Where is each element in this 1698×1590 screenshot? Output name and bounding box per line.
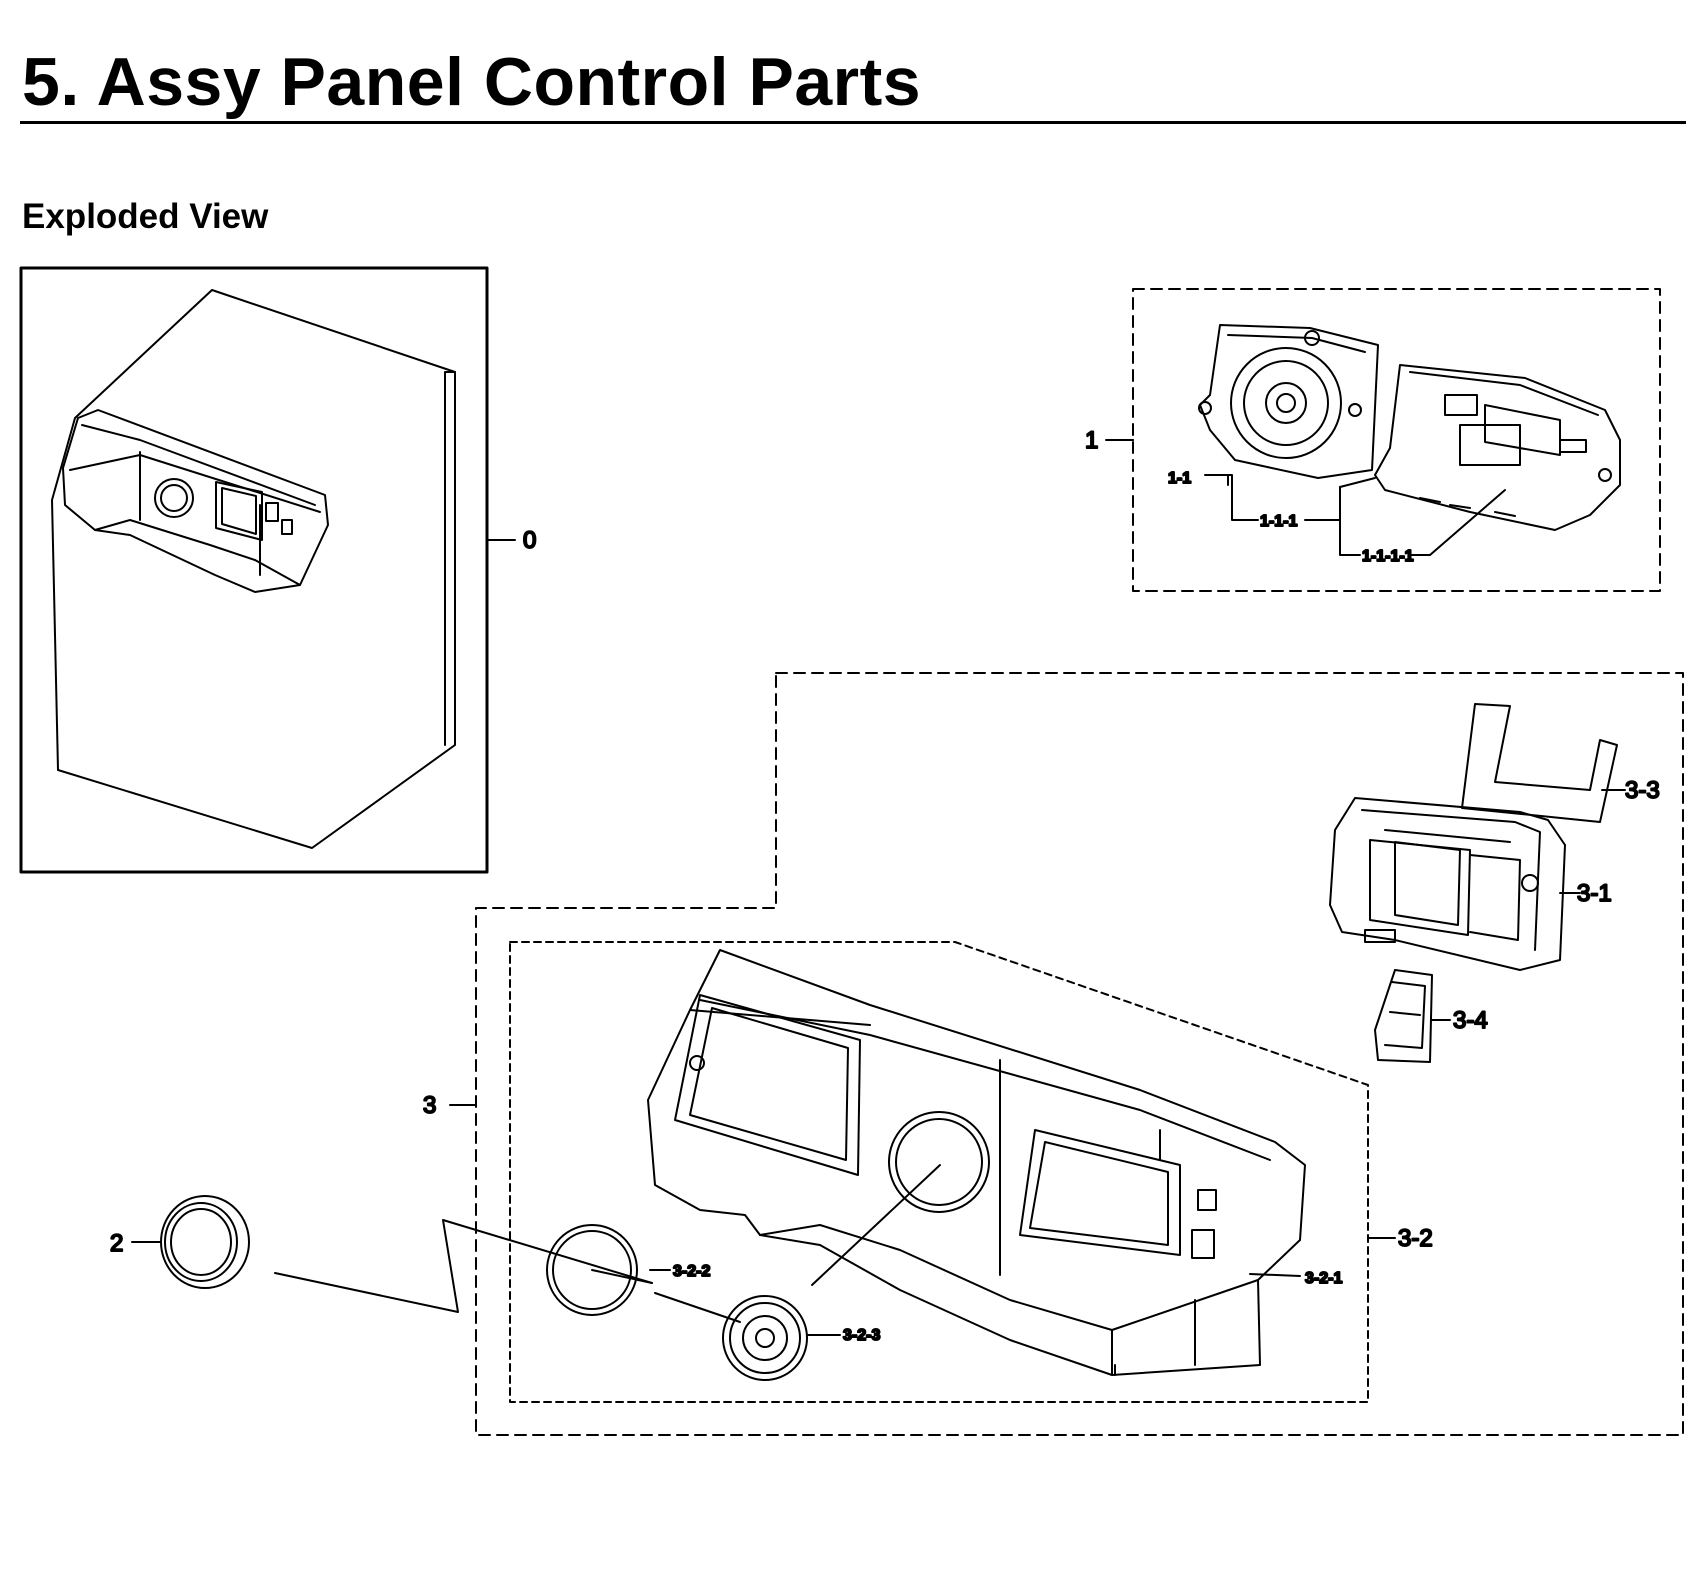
callout-0: 0	[523, 527, 536, 554]
callout-3-2-1: 3-2-1	[1305, 1270, 1342, 1287]
callout-3-4: 3-4	[1453, 1007, 1488, 1034]
callout-1-1-1-1: 1-1-1-1	[1362, 548, 1414, 565]
appliance-overview-inset	[19, 266, 489, 874]
pcb-assembly-group	[1105, 288, 1661, 592]
callout-3-2: 3-2	[1398, 1225, 1433, 1252]
callout-1: 1	[1085, 427, 1098, 454]
callout-3-3: 3-3	[1625, 777, 1660, 804]
callout-1-1-1: 1-1-1	[1260, 513, 1297, 530]
title-rule	[20, 121, 1686, 124]
callout-3: 3	[423, 1092, 436, 1119]
callout-3-2-3: 3-2-3	[843, 1327, 880, 1344]
panel-assembly-group	[274, 672, 1684, 1436]
callout-1-1: 1-1	[1168, 470, 1191, 487]
callout-3-2-2: 3-2-2	[673, 1263, 710, 1280]
section-subtitle: Exploded View	[22, 197, 269, 236]
callout-2: 2	[110, 1230, 123, 1257]
page-title: 5. Assy Panel Control Parts	[22, 44, 922, 120]
callout-3-1: 3-1	[1577, 880, 1612, 907]
knob-ring-part	[131, 1195, 250, 1289]
